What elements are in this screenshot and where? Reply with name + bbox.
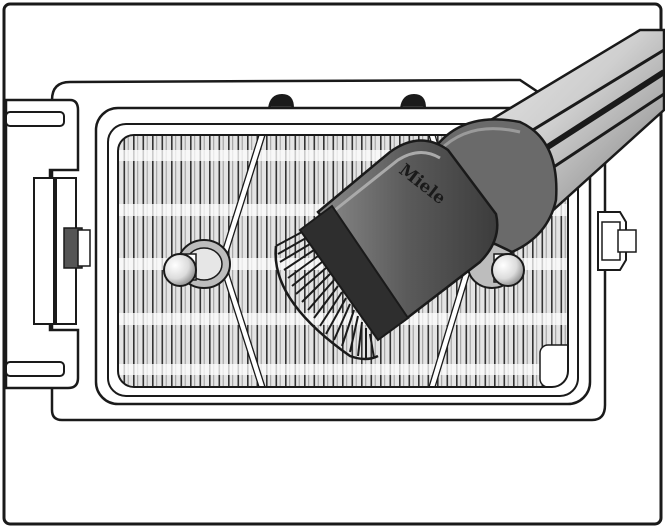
brush-bristles (275, 231, 375, 359)
hinged-door-icon (4, 98, 91, 390)
vacuum-brush-nozzle-icon: Miele (274, 118, 558, 361)
latch-icon (597, 211, 637, 271)
left-knob (163, 239, 231, 289)
